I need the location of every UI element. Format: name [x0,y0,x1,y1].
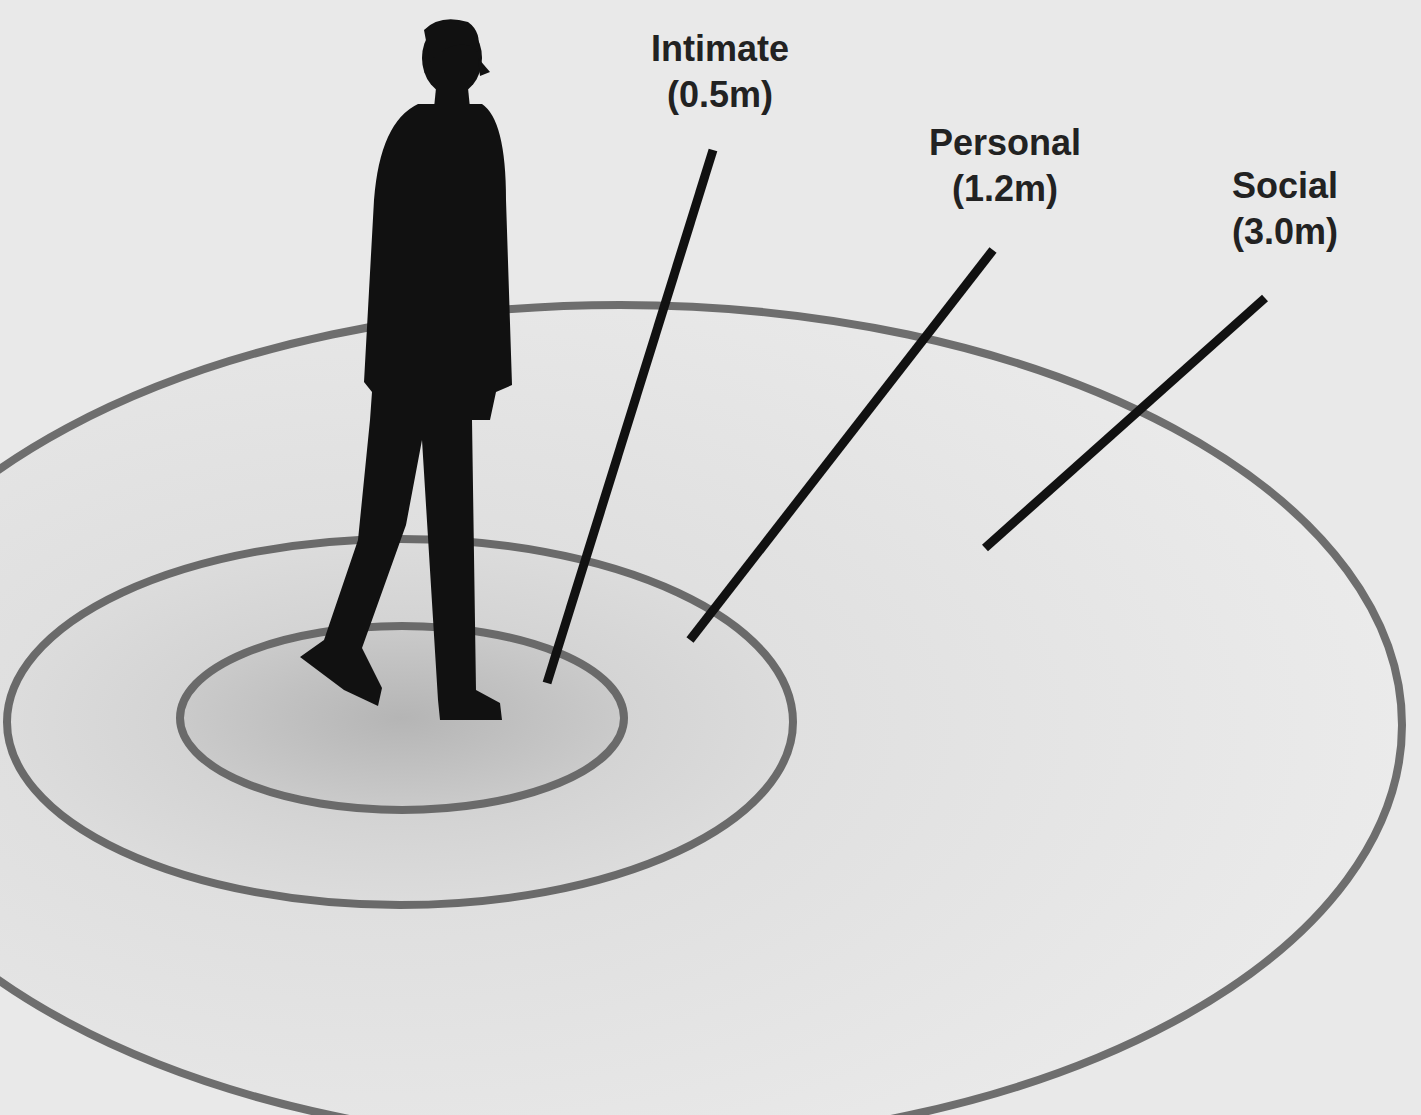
leader-line [985,298,1265,548]
leader-lines [547,150,1265,683]
zone-label: Personal (1.2m) [929,120,1081,212]
leader-line [690,250,993,640]
social-zone-ring [0,305,1402,1115]
man-silhouette [300,19,512,720]
zone-label: Social (3.0m) [1232,163,1338,255]
personal-zone-ring [7,539,793,905]
zone-label: Intimate (0.5m) [651,26,789,118]
leader-line [547,150,713,683]
